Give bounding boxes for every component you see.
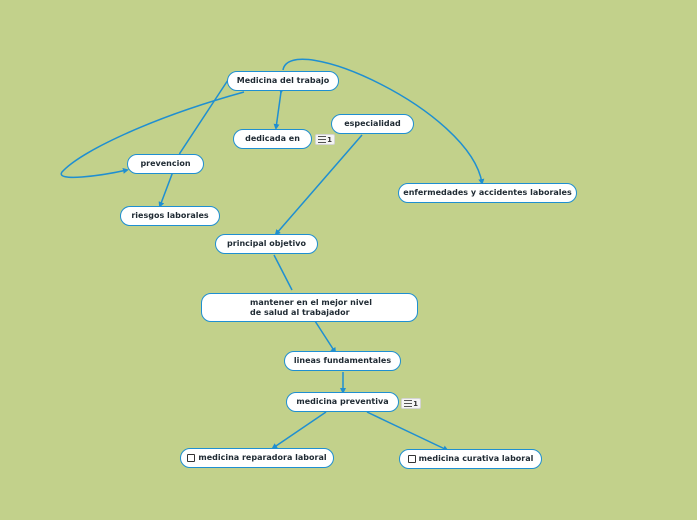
node-label: riesgos laborales (131, 211, 209, 220)
node-medicina-curativa[interactable]: medicina curativa laboral (399, 449, 542, 469)
list-icon (318, 136, 327, 143)
node-mantener-salud[interactable]: mantener en el mejor nivel de salud al t… (201, 293, 418, 322)
node-label: medicina preventiva (296, 397, 389, 406)
link-objetivo-mantener (273, 254, 293, 291)
badge-count: 1 (413, 399, 418, 408)
node-medicina-reparadora[interactable]: medicina reparadora laboral (180, 448, 334, 468)
link-mantener-lineas (314, 320, 337, 354)
link-preventiva-reparadora (271, 411, 327, 450)
node-medicina-preventiva[interactable]: medicina preventiva (286, 392, 399, 412)
node-principal-objetivo[interactable]: principal objetivo (215, 234, 318, 254)
checkbox-icon[interactable] (407, 455, 416, 463)
badge-count: 1 (327, 135, 332, 144)
node-riesgos-laborales[interactable]: riesgos laborales (120, 206, 220, 226)
node-label: especialidad (344, 119, 401, 128)
node-label: Medicina del trabajo (236, 76, 330, 85)
node-label: principal objetivo (227, 239, 306, 248)
node-dedicada-en[interactable]: dedicada en (233, 129, 312, 149)
list-icon (404, 400, 413, 407)
node-lineas-fundamentales[interactable]: lineas fundamentales (284, 351, 401, 371)
node-label: medicina curativa laboral (418, 454, 534, 463)
node-enfermedades-accidentes[interactable]: enfermedades y accidentes laborales (398, 183, 577, 203)
node-label: medicina reparadora laboral (198, 453, 327, 462)
node-label: prevencion (140, 159, 191, 168)
node-especialidad[interactable]: especialidad (331, 114, 414, 134)
node-label: enfermedades y accidentes laborales (403, 188, 572, 197)
link-medicina-riesgos (158, 79, 229, 208)
link-preventiva-curativa (366, 411, 449, 451)
link-especialidad-objetivo (274, 134, 363, 236)
notes-badge-medicina-preventiva[interactable]: 1 (401, 398, 421, 409)
link-medicina-dedicada (273, 87, 285, 130)
checkbox-icon[interactable] (187, 454, 196, 462)
node-medicina-del-trabajo[interactable]: Medicina del trabajo (227, 71, 339, 91)
notes-badge-dedicada-en[interactable]: 1 (315, 134, 335, 145)
node-label: dedicada en (245, 134, 300, 143)
node-label: mantener en el mejor nivel de salud al t… (250, 297, 372, 317)
link-medicina-prevencion-loop (60, 91, 245, 179)
node-prevencion[interactable]: prevencion (127, 154, 204, 174)
node-label: lineas fundamentales (293, 356, 392, 365)
link-medicina-enfermedades (282, 58, 485, 185)
